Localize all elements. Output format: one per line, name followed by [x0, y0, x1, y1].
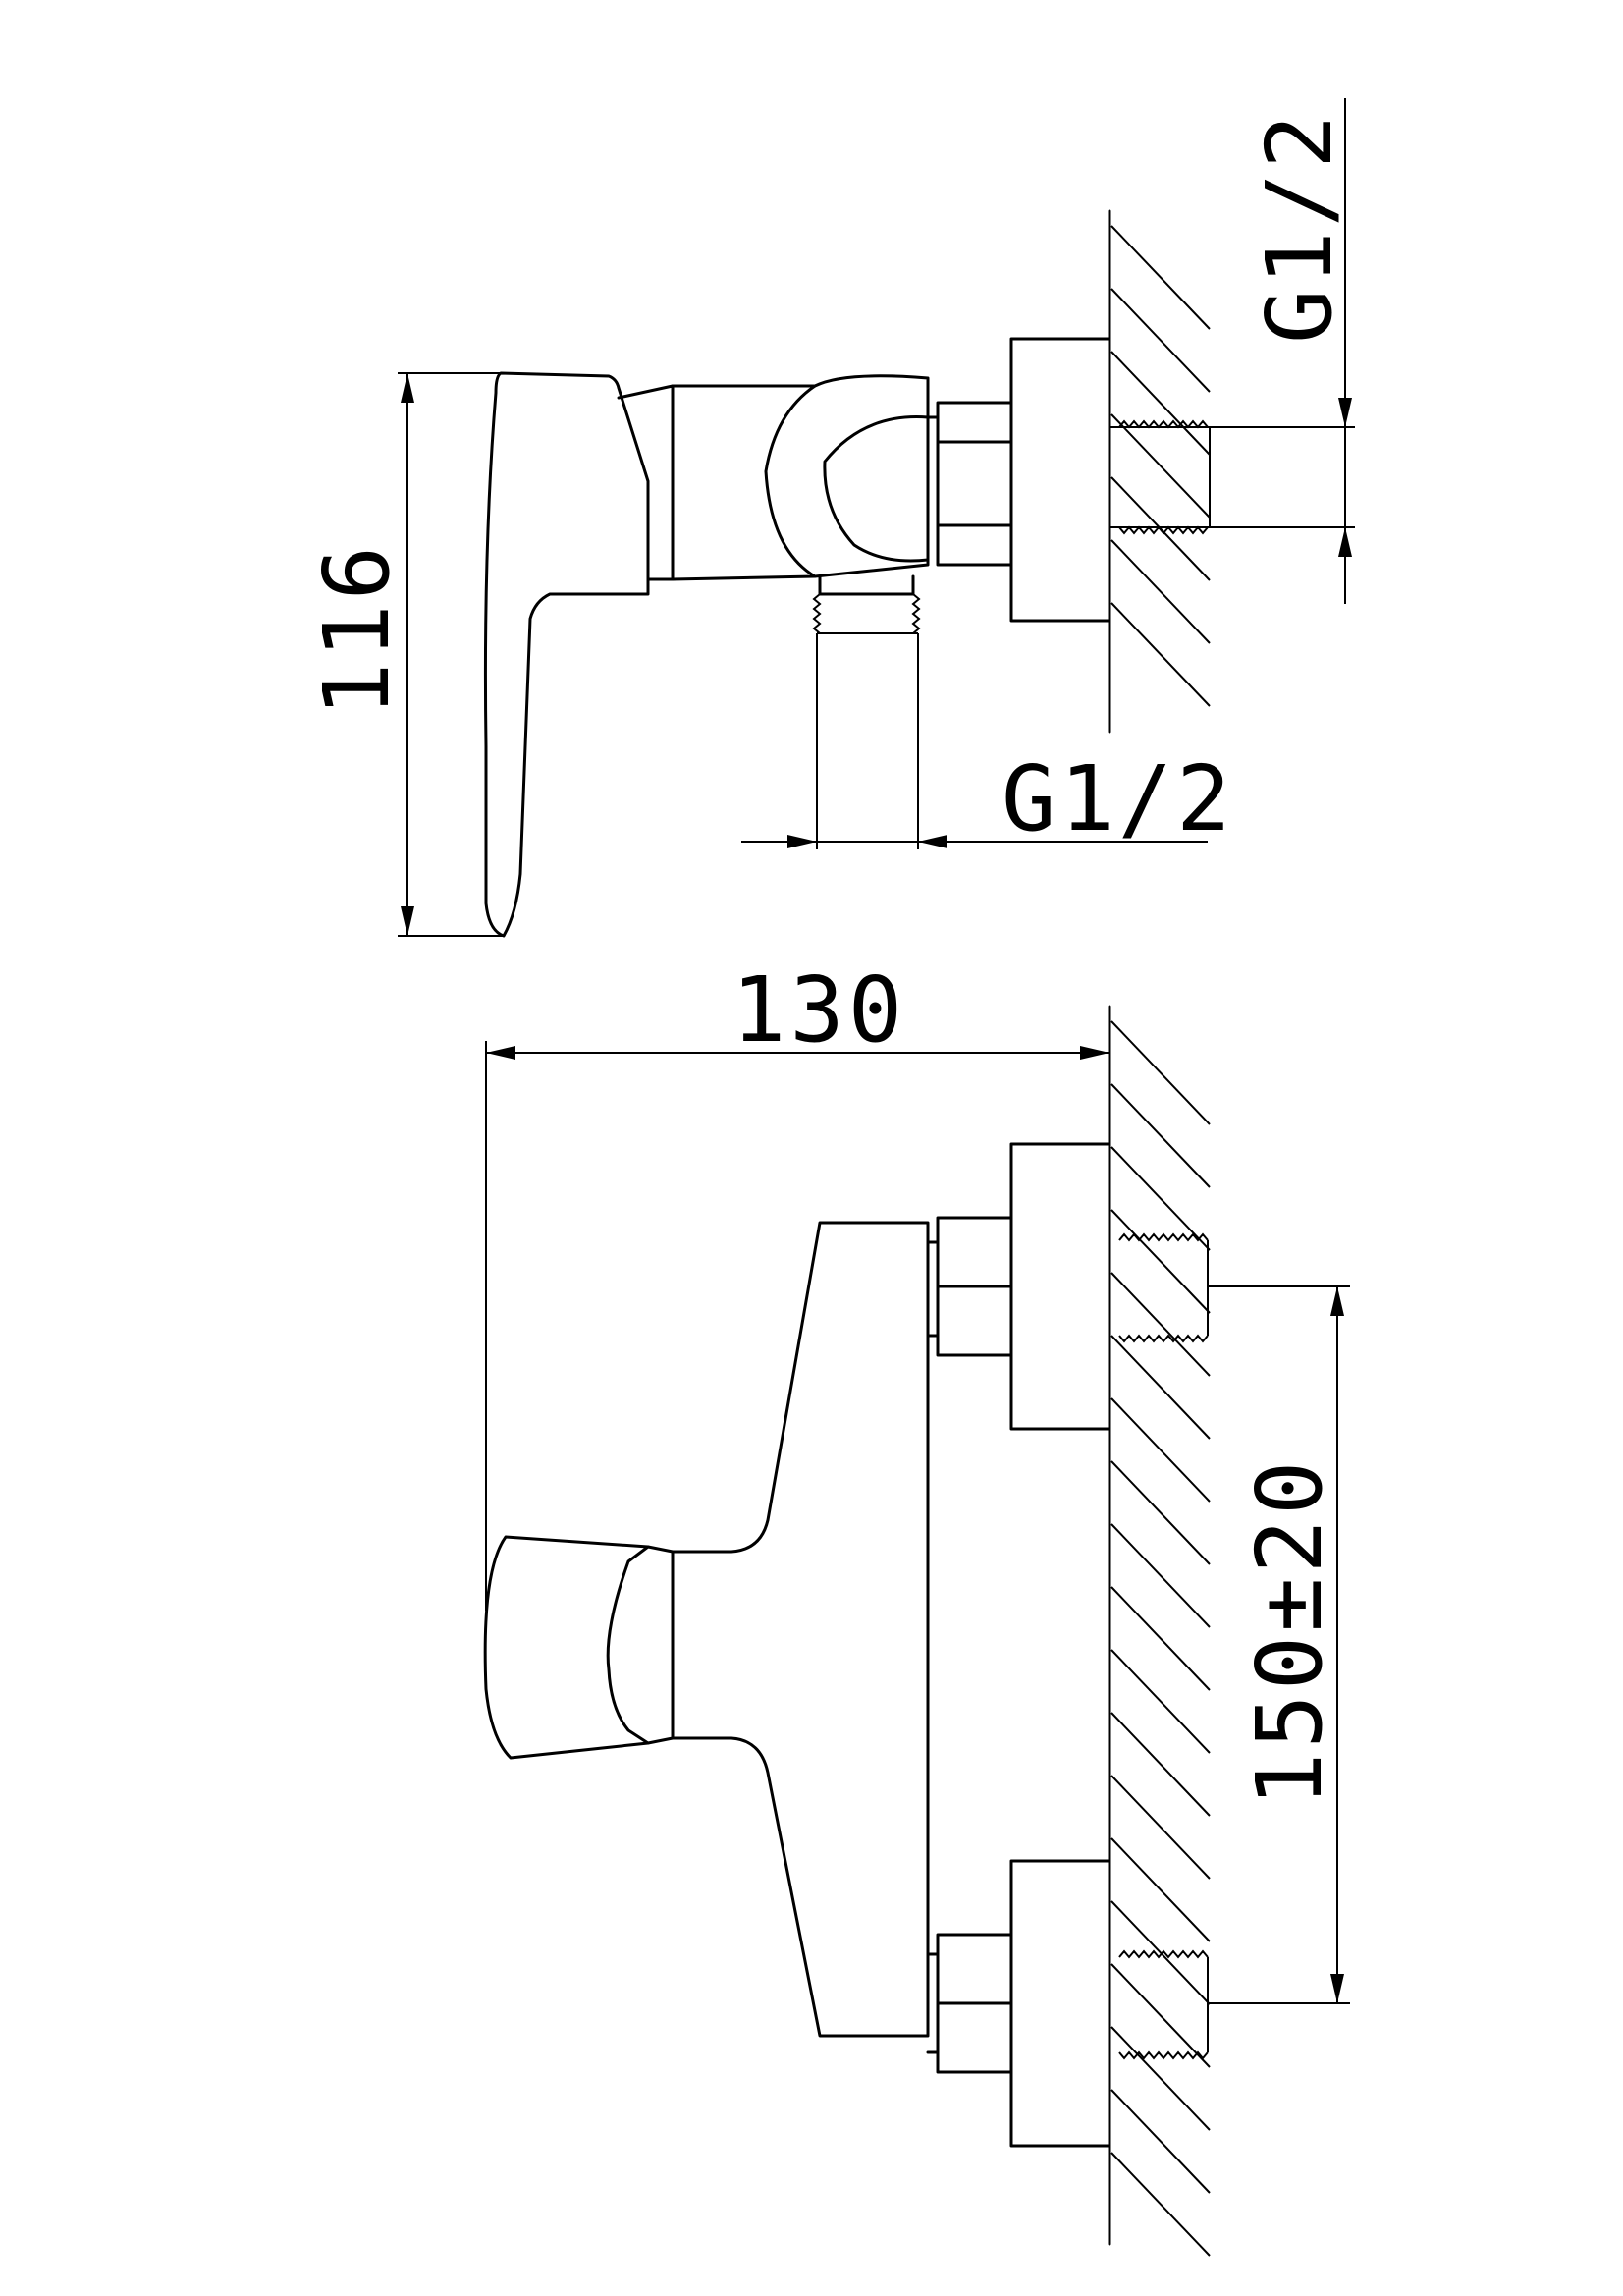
- dim-g12-right-label: G1/2: [1247, 110, 1352, 344]
- side-outlet-thread-right: [911, 593, 921, 634]
- hatch-line: [1110, 1775, 1211, 1880]
- dim-g12-right-arrow-bottom: [1338, 527, 1352, 557]
- side-wall-hatch: [1110, 225, 1211, 707]
- dim-116-arrow-top: [401, 373, 414, 403]
- front-handle-cap: [646, 1545, 675, 1745]
- hatch-line: [1110, 2152, 1211, 2257]
- hatch-line: [1110, 1020, 1211, 1125]
- hatch-line: [1110, 1209, 1211, 1314]
- front-inlet-upper-thread-bottom: [1118, 1334, 1209, 1343]
- side-housing-arc: [823, 415, 930, 563]
- dim-116-label: 116: [304, 542, 409, 717]
- side-outlet: [818, 574, 915, 596]
- hatch-line: [1110, 602, 1211, 707]
- front-flange-upper: [1009, 1142, 1111, 1431]
- front-inlet-lower-thread-top: [1118, 1949, 1209, 1959]
- hatch-line: [1110, 1586, 1211, 1691]
- front-inlet-lower-thread-bottom: [1118, 2050, 1209, 2060]
- front-handle: [483, 1535, 650, 1760]
- hatch-line: [1110, 1272, 1211, 1377]
- hatch-line: [1110, 2089, 1211, 2194]
- dim-150-label: 150±20: [1237, 1457, 1342, 1807]
- hatch-line: [1110, 2026, 1211, 2131]
- hatch-line: [1110, 1900, 1211, 2005]
- side-nut: [936, 401, 1013, 567]
- dim-130-label: 130: [731, 957, 906, 1063]
- hatch-line: [1110, 1649, 1211, 1754]
- side-lever: [483, 371, 650, 938]
- hatch-line: [1110, 351, 1211, 456]
- dim-150-arrow-bottom: [1330, 1974, 1344, 2003]
- hatch-line: [1110, 1460, 1211, 1565]
- dim-g12-bottom-arrow-right: [918, 835, 947, 848]
- hatch-line: [1110, 1397, 1211, 1503]
- front-mixer-body: [671, 1221, 930, 2038]
- side-view: 116 G1/2 G1/2: [304, 98, 1355, 938]
- front-flange-lower: [1009, 1859, 1111, 2148]
- dim-g12-bottom-label: G1/2: [1001, 746, 1235, 851]
- hatch-line: [1110, 288, 1211, 393]
- side-inlet-thread-bottom: [1118, 525, 1209, 535]
- hatch-line: [1110, 1146, 1211, 1251]
- side-outlet-thread-left: [812, 593, 822, 634]
- dim-130-arrow-left: [486, 1046, 515, 1060]
- side-cartridge-body: [671, 384, 817, 581]
- hatch-line: [1110, 225, 1211, 330]
- dim-116-arrow-bottom: [401, 906, 414, 936]
- hatch-line: [1110, 1083, 1211, 1188]
- dim-g12-right-arrow-top: [1338, 398, 1352, 427]
- hatch-line: [1110, 413, 1211, 519]
- hatch-line: [1110, 1963, 1211, 2068]
- hatch-line: [1110, 1837, 1211, 1942]
- side-inlet-thread-top: [1118, 419, 1209, 429]
- dim-150-arrow-top: [1330, 1286, 1344, 1316]
- front-inlet-upper-thread-top: [1118, 1232, 1209, 1242]
- hatch-line: [1110, 1335, 1211, 1440]
- front-view: 130 150±20: [483, 957, 1350, 2257]
- hatch-line: [1110, 1523, 1211, 1628]
- dim-g12-bottom-arrow-left: [787, 835, 817, 848]
- side-inlet-pipe: [1109, 426, 1211, 528]
- hatch-line: [1110, 539, 1211, 644]
- hatch-line: [1110, 1712, 1211, 1817]
- side-flange: [1009, 337, 1111, 623]
- dim-130-arrow-right: [1080, 1046, 1109, 1060]
- side-housing: [813, 374, 930, 578]
- front-wall-hatch: [1110, 1020, 1211, 2257]
